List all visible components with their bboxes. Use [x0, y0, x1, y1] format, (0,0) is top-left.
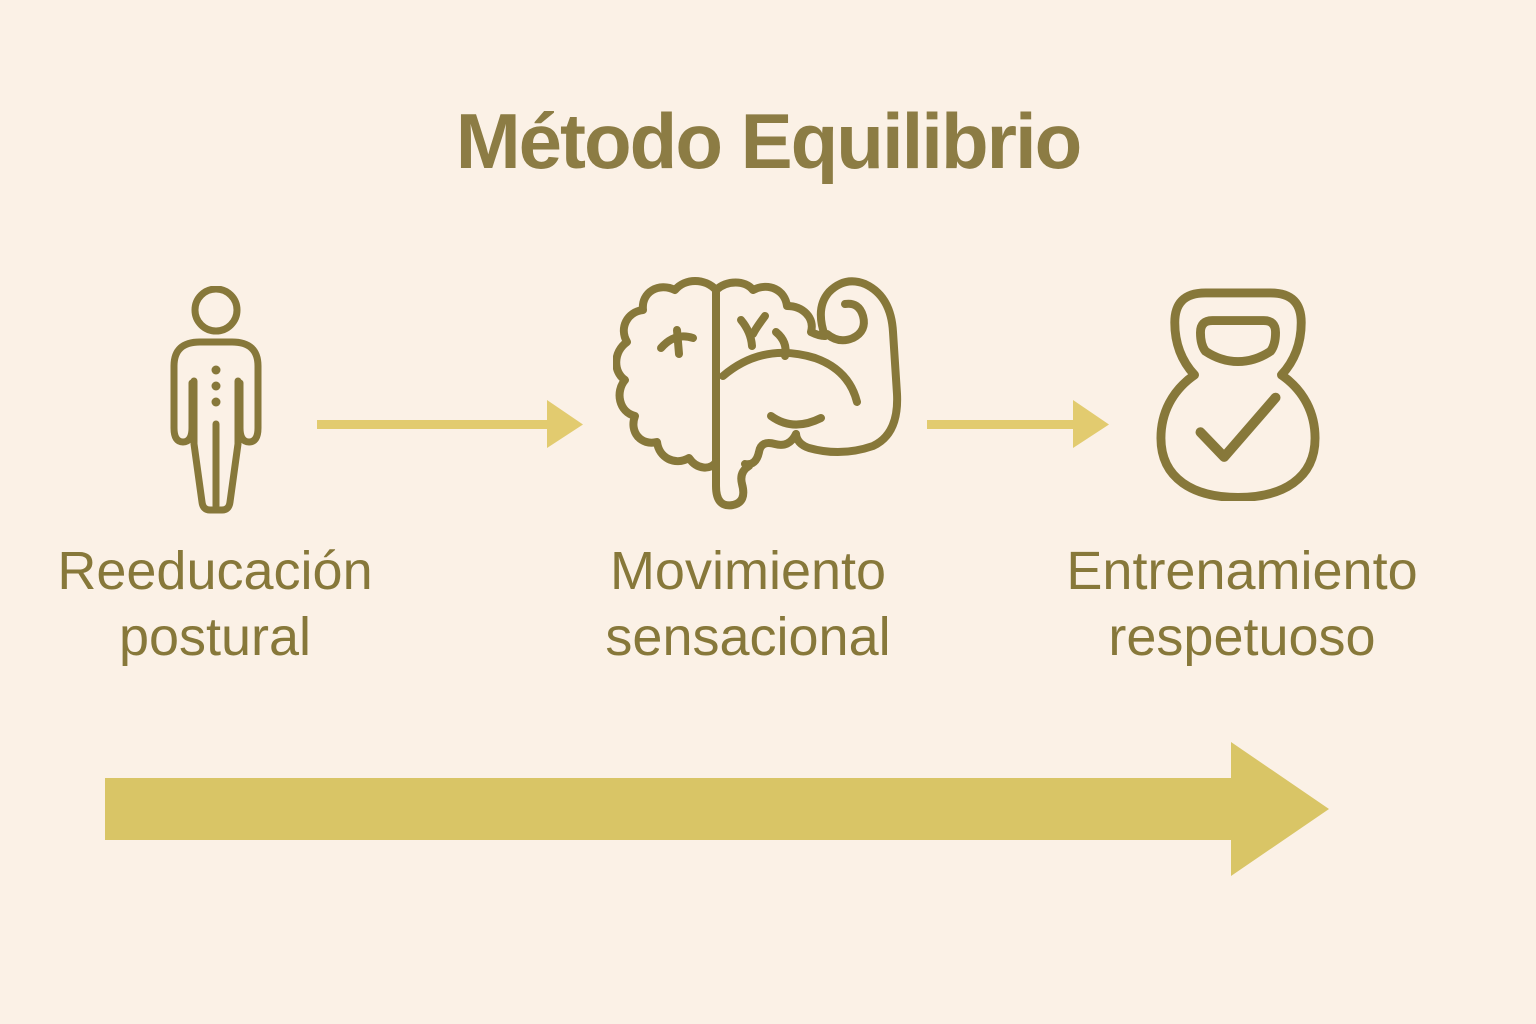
step-label-movimiento-sensacional: Movimiento sensacional [548, 538, 948, 670]
timeline-arrow-icon [103, 738, 1333, 880]
kettlebell-check-icon [1156, 288, 1320, 502]
step-arrow-icon [927, 398, 1111, 450]
step-label-line: respetuoso [1108, 607, 1376, 667]
step-label-line: Movimiento [609, 541, 887, 601]
page-title: Método Equilibrio [455, 97, 1083, 185]
step-label-line: Reeducación [57, 541, 373, 601]
person-posture-icon [170, 286, 262, 518]
step-label-line: sensacional [605, 607, 891, 667]
brain-muscle-icon [613, 276, 905, 516]
step-arrow-icon [317, 398, 585, 450]
step-label-reeducacion-postural: Reeducación postural [15, 538, 415, 670]
step-label-entrenamiento-respetuoso: Entrenamiento respetuoso [1042, 538, 1442, 670]
step-label-line: Entrenamiento [1066, 541, 1418, 601]
step-label-line: postural [118, 607, 312, 667]
